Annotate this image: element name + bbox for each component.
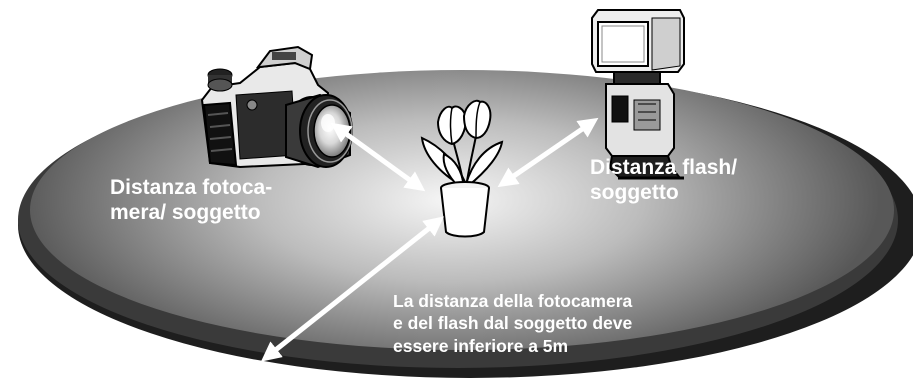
range-note-line-3: essere inferiore a 5m <box>393 335 569 356</box>
range-note-line-1: La distanza della fotocamera <box>393 291 633 311</box>
flash-unit-icon <box>591 9 685 180</box>
flash-distance-label-line-1: Distanza flash/ <box>590 156 738 179</box>
flash-distance-label: Distanza flash/ soggetto <box>590 155 737 205</box>
camera-icon <box>200 45 353 169</box>
camera-distance-label-line-1: Distanza fotoca- <box>110 176 273 199</box>
camera-distance-label: Distanza fotoca- mera/ soggetto <box>110 175 272 225</box>
camera-distance-arrow <box>330 122 426 192</box>
camera-distance-label-line-2: mera/ soggetto <box>110 201 261 225</box>
range-note: La distanza della fotocamera e del flash… <box>393 290 632 357</box>
flash-distance-label-line-2: soggetto <box>590 181 679 205</box>
max-range-arrow <box>260 216 445 362</box>
flower-pot-icon <box>420 99 504 238</box>
range-note-line-2: e del flash dal soggetto deve <box>393 313 633 334</box>
flash-distance-arrow <box>497 117 599 188</box>
